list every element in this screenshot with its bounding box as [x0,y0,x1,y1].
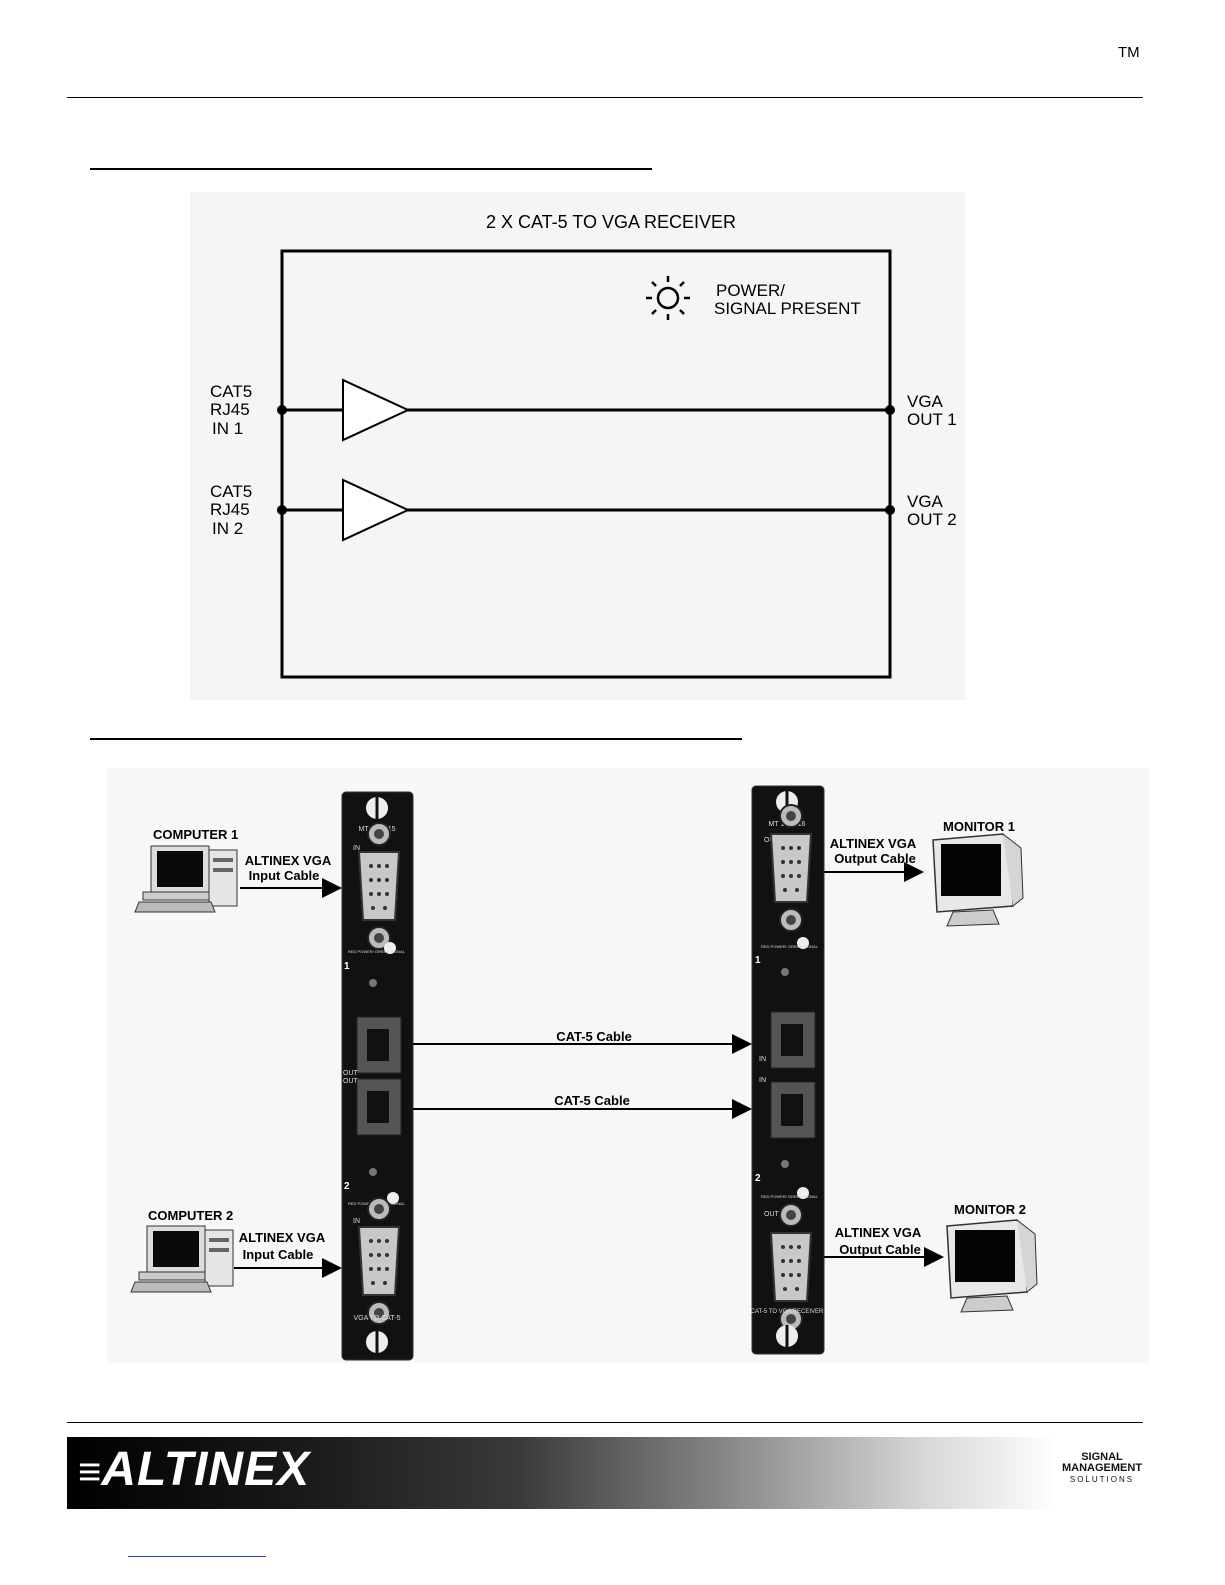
out2-line-1: VGA [907,492,944,511]
signal-management-solutions-logo: SIGNAL MANAGEMENT SOLUTIONS [1062,1442,1142,1485]
tx-in-label-1: IN [353,845,360,852]
rx-rj45-1 [770,1011,816,1069]
block-diagram: 2 X CAT-5 TO VGA RECEIVER POWER/ SIGNAL … [190,192,965,700]
tx-out-label-1: OUT [343,1070,359,1077]
amplifier-2 [342,478,411,542]
block-diagram-title: 2 X CAT-5 TO VGA RECEIVER [486,212,736,232]
altinex-logo: ≡ALTINEX [78,1443,311,1496]
rx-led-2 [797,1187,809,1199]
tx-rj45-2 [356,1078,402,1136]
output-cable-2-line-2: Output Cable [839,1242,921,1257]
footer-rule [67,1422,1143,1423]
input-cable-2-line-2: Input Cable [243,1247,314,1262]
monitor-2-label: MONITOR 2 [954,1202,1026,1217]
rx-in-label-2: IN [759,1077,766,1084]
power-label-line-2: SIGNAL PRESENT [714,299,861,318]
output-cable-2-line-1: ALTINEX VGA [835,1225,922,1240]
tx-out-label-2: OUT [343,1078,359,1085]
tx-led-1 [384,942,396,954]
out2-line-2: OUT 2 [907,510,957,529]
footer-banner [67,1437,1143,1509]
out1-line-2: OUT 1 [907,410,957,429]
input-cable-1-line-2: Input Cable [249,868,320,883]
out1-line-1: VGA [907,392,944,411]
in2-line-3: IN 2 [212,519,243,538]
rx-led-label-1: RED POWER/ GREEN SIGNAL [761,944,819,949]
input-node-1 [277,405,287,415]
cat5-cable-label-2: CAT-5 Cable [554,1093,630,1108]
amplifier-1 [342,378,411,442]
output-node-2 [885,505,895,515]
rx-card: MT 105-116 OUT RED POWER/ GREEN SIGNAL 1… [751,785,825,1355]
output-cable-1-line-2: Output Cable [834,851,916,866]
input-node-2 [277,505,287,515]
receiver-box [280,249,892,679]
output-cable-1-line-1: ALTINEX VGA [830,836,917,851]
output-node-1 [885,405,895,415]
trademark-mark: TM [1118,44,1140,61]
power-signal-led-icon [646,276,690,320]
tx-card: MT 105-115 IN RED POWER/ GREEN SIGNAL 1 … [341,791,414,1361]
connection-diagram: MT 105-115 IN RED POWER/ GREEN SIGNAL 1 … [107,768,1150,1363]
tx-ch2: 2 [344,1181,350,1192]
in2-line-2: RJ45 [210,500,250,519]
footer-link-underline[interactable] [128,1556,266,1557]
rx-ch2: 2 [755,1173,761,1184]
in1-line-2: RJ45 [210,400,250,419]
rx-rj45-2 [770,1081,816,1139]
rx-bottom-label: CAT-5 TO VGA RECEIVER [751,1309,824,1315]
input-cable-2-line-1: ALTINEX VGA [239,1230,326,1245]
monitor-1-label: MONITOR 1 [943,819,1015,834]
section-heading-rule-2 [90,738,742,740]
tx-rj45-1 [356,1016,402,1074]
input-cable-1-line-1: ALTINEX VGA [245,853,332,868]
tx-in-label-2: IN [353,1218,360,1225]
sms-line-3: SOLUTIONS [1069,1475,1135,1484]
tx-bottom-label: VGA TO CAT-5 [353,1315,400,1322]
header-rule [67,97,1143,98]
cat5-cable-label-1: CAT-5 Cable [556,1029,632,1044]
rx-ch1: 1 [755,955,761,966]
in1-line-1: CAT5 [210,382,252,401]
tx-ch1: 1 [344,961,350,972]
sms-line-2: MANAGEMENT [1062,1462,1143,1474]
computer-2-label: COMPUTER 2 [148,1208,233,1223]
section-heading-rule-1 [90,168,652,170]
in2-line-1: CAT5 [210,482,252,501]
rx-led-label-2: RED POWER/ GREEN SIGNAL [761,1194,819,1199]
in1-line-3: IN 1 [212,419,243,438]
rx-in-label-1: IN [759,1056,766,1063]
tx-led-label-1: RED POWER/ GREEN SIGNAL [348,949,406,954]
tx-led-2 [387,1192,399,1204]
power-label-line-1: POWER/ [716,281,785,300]
rx-out-label-2: OUT [764,1211,780,1218]
sms-line-1: SIGNAL [1081,1451,1123,1463]
computer-1-label: COMPUTER 1 [153,827,238,842]
altinex-logo-text: ALTINEX [101,1443,311,1496]
rx-led-1 [797,937,809,949]
